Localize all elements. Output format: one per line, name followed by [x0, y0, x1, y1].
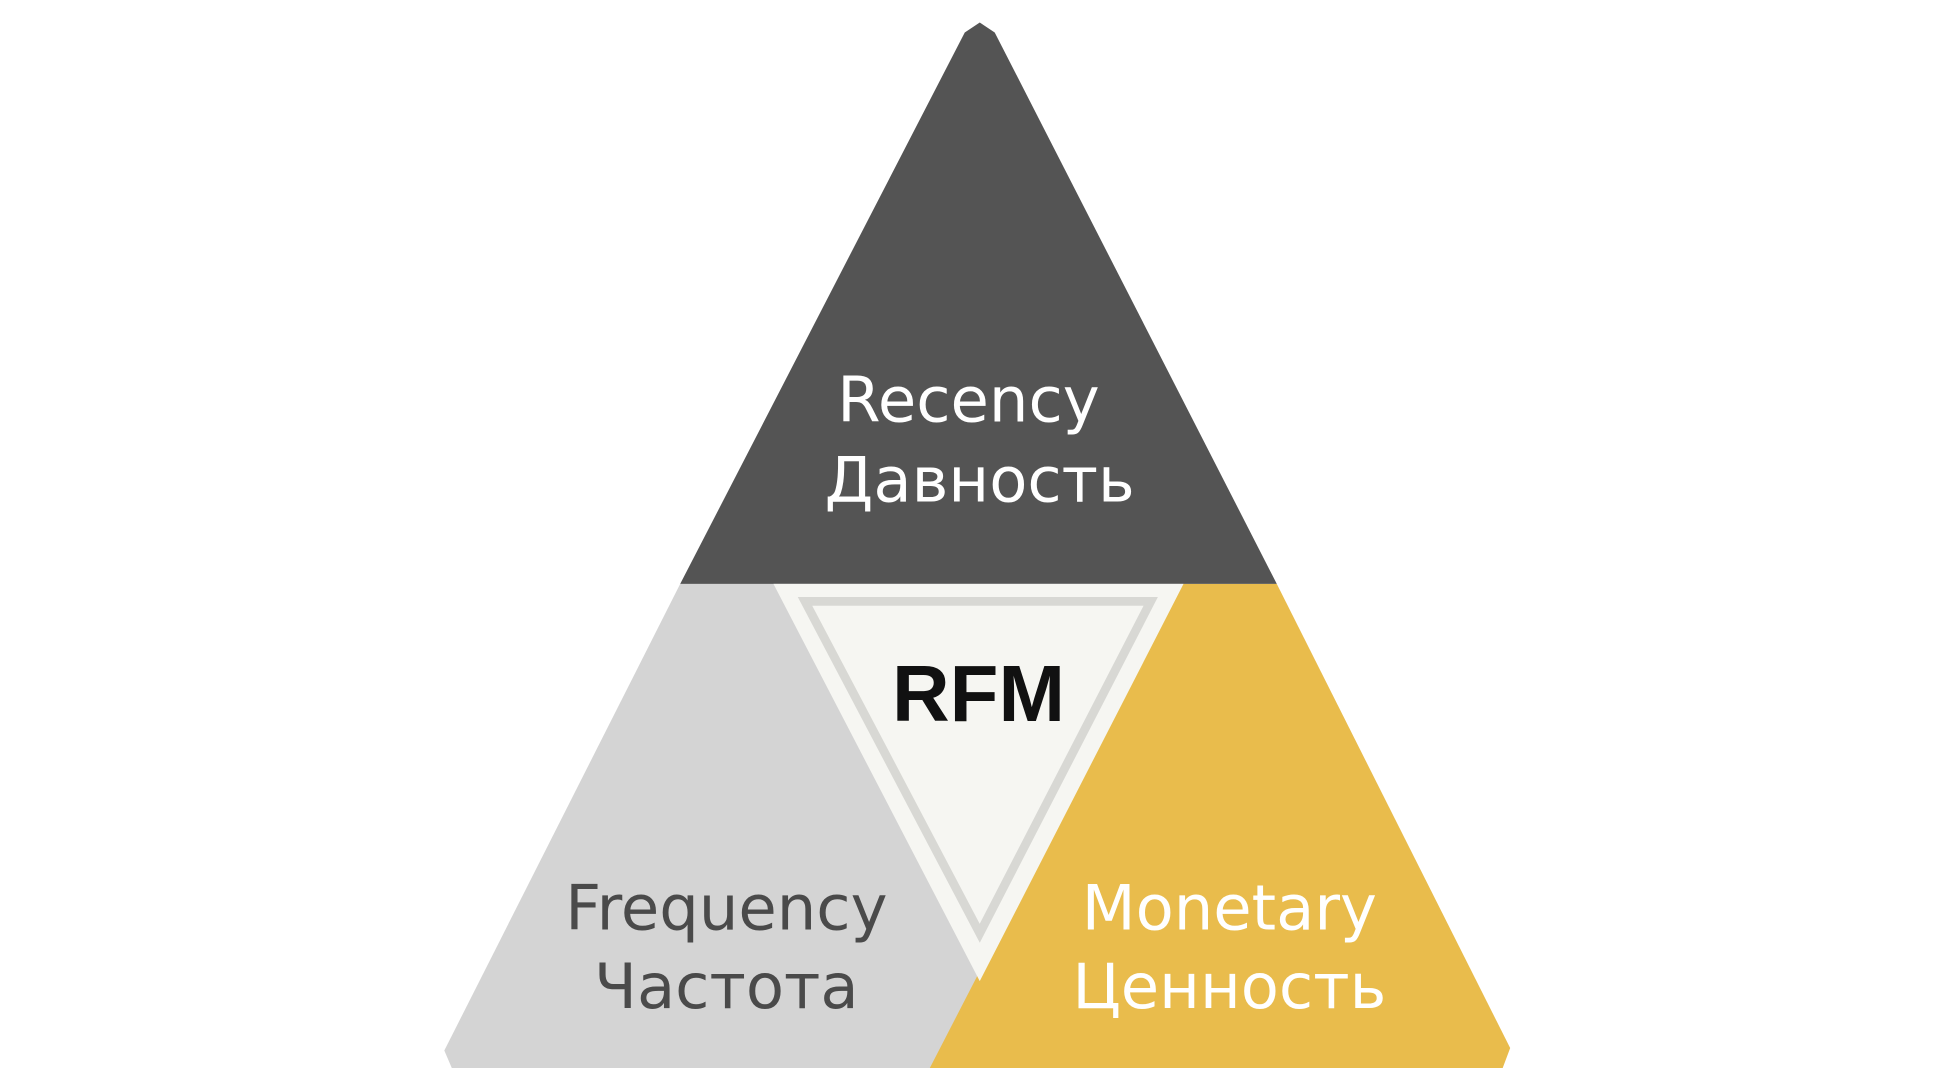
center-label: RFM: [892, 649, 1065, 738]
frequency-title: Frequency: [565, 872, 887, 945]
recency-segment: [680, 22, 1277, 584]
monetary-segment: [929, 583, 1511, 1068]
recency-subtitle: Давность: [825, 444, 1135, 517]
center-triangle-border: [797, 597, 1158, 943]
monetary-subtitle: Ценность: [1072, 950, 1386, 1023]
frequency-subtitle: Частота: [594, 950, 858, 1023]
monetary-title: Monetary: [1082, 872, 1377, 945]
center-triangle: [773, 583, 1184, 982]
recency-title: Recency: [837, 364, 1099, 437]
